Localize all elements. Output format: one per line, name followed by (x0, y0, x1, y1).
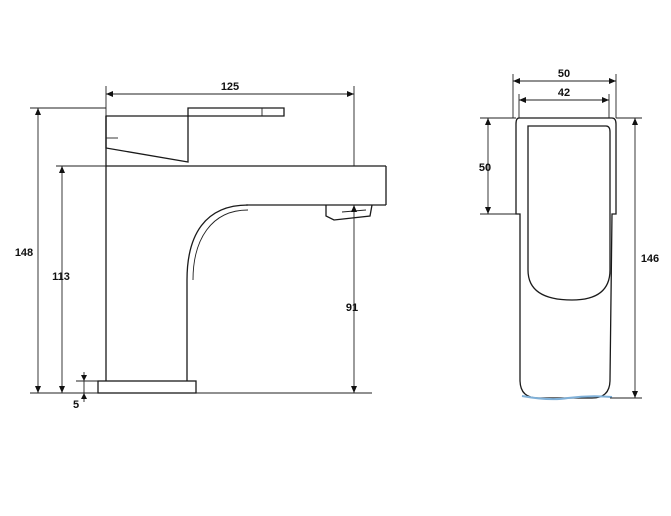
side-body (515, 117, 617, 399)
lever-handle (187, 107, 285, 117)
side-dimensions: 50 42 50 146 (479, 68, 659, 399)
dim-125: 125 (221, 81, 239, 93)
dim-50-left: 50 (479, 162, 491, 174)
front-dimensions: 125 148 113 5 91 (15, 81, 372, 411)
front-view (97, 107, 387, 394)
dim-146: 146 (641, 253, 659, 265)
dim-5: 5 (73, 399, 79, 411)
dim-113: 113 (52, 271, 70, 283)
aerator (325, 204, 373, 221)
side-lever (527, 125, 611, 301)
dim-50-top: 50 (558, 68, 570, 80)
base-accent (521, 395, 613, 401)
spout-curve-inner (192, 209, 249, 281)
dim-42: 42 (558, 87, 570, 99)
side-view (515, 117, 617, 401)
base-plate (97, 380, 197, 394)
lever-body (105, 115, 189, 163)
dim-148: 148 (15, 247, 33, 259)
dim-91: 91 (346, 302, 358, 314)
spout-curve (186, 204, 249, 281)
